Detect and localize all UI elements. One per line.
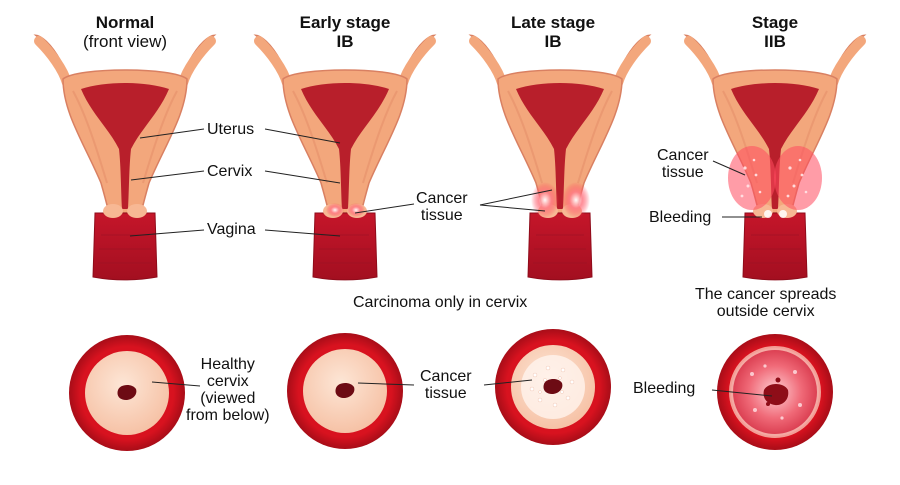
cervix-view-healthy — [69, 335, 185, 451]
label-cancer-tissue-bottom: Cancer tissue — [420, 368, 472, 402]
label-uterus: Uterus — [207, 121, 255, 138]
cervix-view-late — [495, 329, 611, 445]
label-vagina: Vagina — [207, 221, 256, 238]
stage-title-late-ib: Late stage IB — [510, 13, 596, 51]
cancer-spread-iib — [728, 146, 776, 210]
stage-title-early-ib: Early stage IB — [299, 13, 391, 51]
label-bleeding-bottom: Bleeding — [633, 380, 696, 397]
caption-carcinoma: Carcinoma only in cervix — [353, 294, 528, 311]
cancer-spot-early — [326, 203, 344, 217]
label-cervix: Cervix — [207, 163, 253, 180]
label-cancer-tissue-iib: Cancer tissue — [657, 147, 709, 181]
uterus-normal — [35, 35, 215, 280]
uterus-late-ib — [470, 35, 650, 280]
label-cancer-tissue-top: Cancer tissue — [416, 190, 468, 224]
cancer-spot-late — [531, 182, 559, 218]
label-healthy-cervix: Healthy cervix (viewed from below) — [186, 356, 270, 424]
stage-title-normal: Normal (front view) — [82, 13, 168, 51]
cervix-view-early — [287, 333, 403, 449]
label-bleeding-top: Bleeding — [649, 209, 712, 226]
caption-spreads: The cancer spreads outside cervix — [695, 286, 837, 320]
stage-title-iib: Stage IIB — [751, 13, 799, 51]
uterus-stage-iib — [685, 35, 865, 280]
uterus-early-ib — [255, 35, 435, 280]
cervix-view-iib — [717, 334, 833, 450]
